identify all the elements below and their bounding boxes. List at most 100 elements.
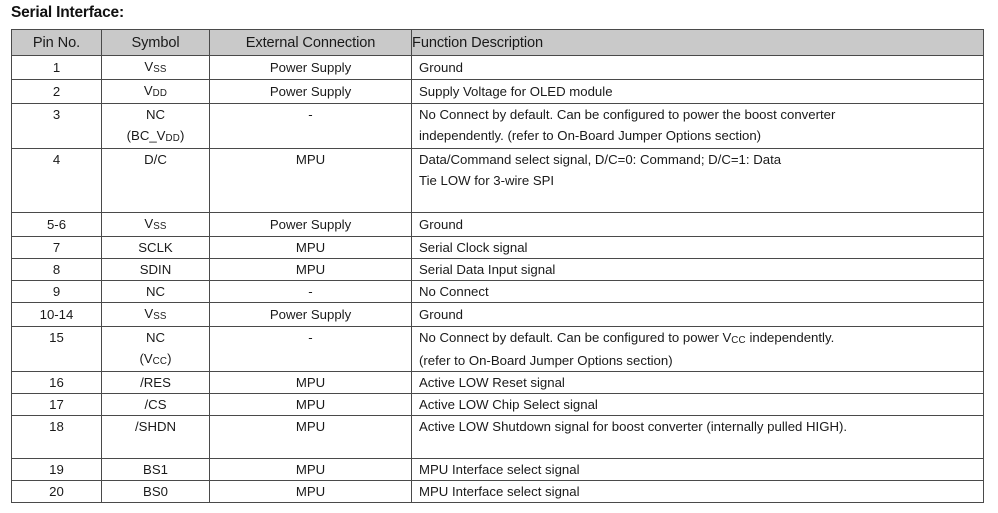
- function-description-value: Ground: [419, 307, 463, 322]
- cell-symbol: /CS: [101, 393, 210, 416]
- cell-function-description: Active LOW Reset signal: [411, 371, 984, 394]
- cell-function-description: Data/Command select signal, D/C=0: Comma…: [411, 148, 984, 213]
- pin-no-value: 1: [52, 60, 61, 75]
- column-header-symbol: Symbol: [101, 29, 210, 56]
- cell-symbol: SCLK: [101, 236, 210, 259]
- cell-external-connection: MPU: [209, 480, 412, 503]
- cell-function-description: No Connect: [411, 280, 984, 303]
- external-connection-value: Power Supply: [269, 307, 352, 322]
- cell-symbol: NC(BC_VDD): [101, 103, 210, 149]
- table-row: 5-6 VSS Power Supply Ground: [11, 212, 984, 237]
- symbol-value: VSS: [144, 216, 167, 233]
- symbol-subscript-line2: CC: [152, 356, 168, 368]
- cell-function-description: Active LOW Chip Select signal: [411, 393, 984, 416]
- function-description-value: Active LOW Shutdown signal for boost con…: [419, 419, 848, 434]
- symbol-subscript: SS: [153, 311, 167, 323]
- cell-pin-no: 8: [11, 258, 102, 281]
- page-title: Serial Interface:: [11, 4, 124, 21]
- function-description-value: MPU Interface select signal: [419, 462, 580, 477]
- pin-no-value: 20: [49, 484, 64, 499]
- cell-function-description: MPU Interface select signal: [411, 480, 984, 503]
- pin-no-value: 19: [49, 462, 64, 477]
- column-header-function-description: Function Description: [411, 29, 984, 56]
- pin-no-value: 10-14: [39, 307, 74, 322]
- cell-symbol: BS1: [101, 458, 210, 481]
- symbol-subscript: SS: [153, 64, 167, 76]
- cell-external-connection: MPU: [209, 415, 412, 459]
- function-description-value-line2: (refer to On-Board Jumper Options sectio…: [419, 353, 673, 368]
- cell-function-description: Supply Voltage for OLED module: [411, 79, 984, 104]
- function-description-value: No Connect by default. Can be configured…: [419, 330, 835, 347]
- table-row: 15 NC (VCC) -No Connect by default. Can be …: [11, 326, 984, 372]
- cell-external-connection: Power Supply: [209, 302, 412, 327]
- pin-no-value: 16: [49, 375, 64, 390]
- symbol-value: NC: [145, 330, 166, 345]
- pin-no-value: 17: [49, 397, 64, 412]
- cell-symbol: NC: [101, 280, 210, 303]
- cell-function-description: No Connect by default. Can be configured…: [411, 326, 984, 372]
- symbol-value: SDIN: [139, 262, 172, 277]
- cell-external-connection: -: [209, 326, 412, 372]
- cell-pin-no: 2: [11, 79, 102, 104]
- cell-function-description: Ground: [411, 302, 984, 327]
- cell-function-description: Serial Clock signal: [411, 236, 984, 259]
- symbol-value-line2: (BC_VDD): [126, 128, 185, 145]
- cell-pin-no: 4: [11, 148, 102, 213]
- cell-function-description: Ground: [411, 212, 984, 237]
- cell-symbol: /RES: [101, 371, 210, 394]
- pin-no-value: 2: [52, 84, 61, 99]
- pin-no-value: 5-6: [46, 217, 67, 232]
- external-connection-value: MPU: [295, 419, 326, 434]
- cell-function-description: Serial Data Input signal: [411, 258, 984, 281]
- external-connection-value: -: [308, 107, 313, 122]
- table-row: 10-14 VSS Power Supply Ground: [11, 302, 984, 327]
- function-description-value: Supply Voltage for OLED module: [419, 84, 613, 99]
- function-description-value-line2: Tie LOW for 3-wire SPI: [419, 173, 555, 188]
- symbol-value-line2: (VCC): [139, 351, 172, 368]
- cell-symbol: VSS: [101, 302, 210, 327]
- cell-pin-no: 16: [11, 371, 102, 394]
- function-description-value: No Connect: [419, 284, 489, 299]
- cell-external-connection: MPU: [209, 371, 412, 394]
- cell-symbol: VDD: [101, 79, 210, 104]
- external-connection-value: MPU: [295, 397, 326, 412]
- cell-pin-no: 18: [11, 415, 102, 459]
- external-connection-value: -: [308, 284, 313, 299]
- table-row: 20 BS0 MPU MPU Interface select signal: [11, 480, 984, 503]
- external-connection-value: MPU: [295, 240, 326, 255]
- external-connection-value: Power Supply: [269, 217, 352, 232]
- function-description-value: Serial Clock signal: [419, 240, 528, 255]
- cell-pin-no: 15: [11, 326, 102, 372]
- cell-symbol: BS0: [101, 480, 210, 503]
- external-connection-value: MPU: [295, 484, 326, 499]
- cell-external-connection: MPU: [209, 393, 412, 416]
- cell-symbol: VSS: [101, 212, 210, 237]
- function-description-value: Ground: [419, 60, 463, 75]
- symbol-value: /RES: [140, 375, 171, 390]
- cell-pin-no: 17: [11, 393, 102, 416]
- cell-external-connection: -: [209, 103, 412, 149]
- symbol-value: BS0: [143, 484, 168, 499]
- symbol-value: /CS: [144, 397, 167, 412]
- external-connection-value: MPU: [295, 152, 326, 167]
- table-row: 17/CS MPU Active LOW Chip Select signal: [11, 393, 984, 416]
- function-description-value: Active LOW Chip Select signal: [419, 397, 598, 412]
- cell-symbol: SDIN: [101, 258, 210, 281]
- cell-function-description: Active LOW Shutdown signal for boost con…: [411, 415, 984, 459]
- function-description-value: No Connect by default. Can be configured…: [419, 107, 836, 122]
- symbol-value: SCLK: [138, 240, 173, 255]
- symbol-value: VSS: [144, 306, 167, 323]
- description-subscript: CC: [731, 335, 746, 347]
- symbol-value: NC: [145, 284, 166, 299]
- cell-pin-no: 10-14: [11, 302, 102, 327]
- cell-external-connection: Power Supply: [209, 79, 412, 104]
- external-connection-value: Power Supply: [269, 84, 352, 99]
- function-description-value: Ground: [419, 217, 463, 232]
- symbol-value: /SHDN: [134, 419, 177, 434]
